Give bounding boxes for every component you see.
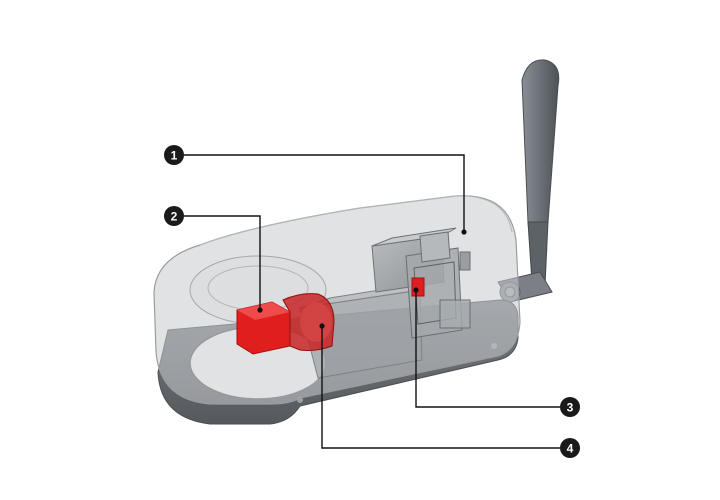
- callout-2-label: 2: [171, 210, 178, 224]
- callout-1-label: 1: [171, 149, 178, 163]
- leader-endpoints: [257, 229, 467, 329]
- callout-3: 3: [560, 397, 580, 417]
- leader-line-2: [184, 215, 261, 310]
- callout-1: 1: [164, 145, 184, 165]
- leader-line-1: [184, 154, 465, 232]
- leader-line-3: [415, 290, 560, 408]
- connector-module: [371, 227, 471, 339]
- leader-lines: [184, 154, 560, 449]
- callout-2: 2: [164, 206, 184, 226]
- callout-4: 4: [560, 438, 580, 458]
- leader-line-4: [321, 326, 560, 449]
- callout-4-label: 4: [567, 442, 574, 456]
- callout-3-label: 3: [567, 401, 574, 415]
- red-highlight-parts: [236, 277, 425, 355]
